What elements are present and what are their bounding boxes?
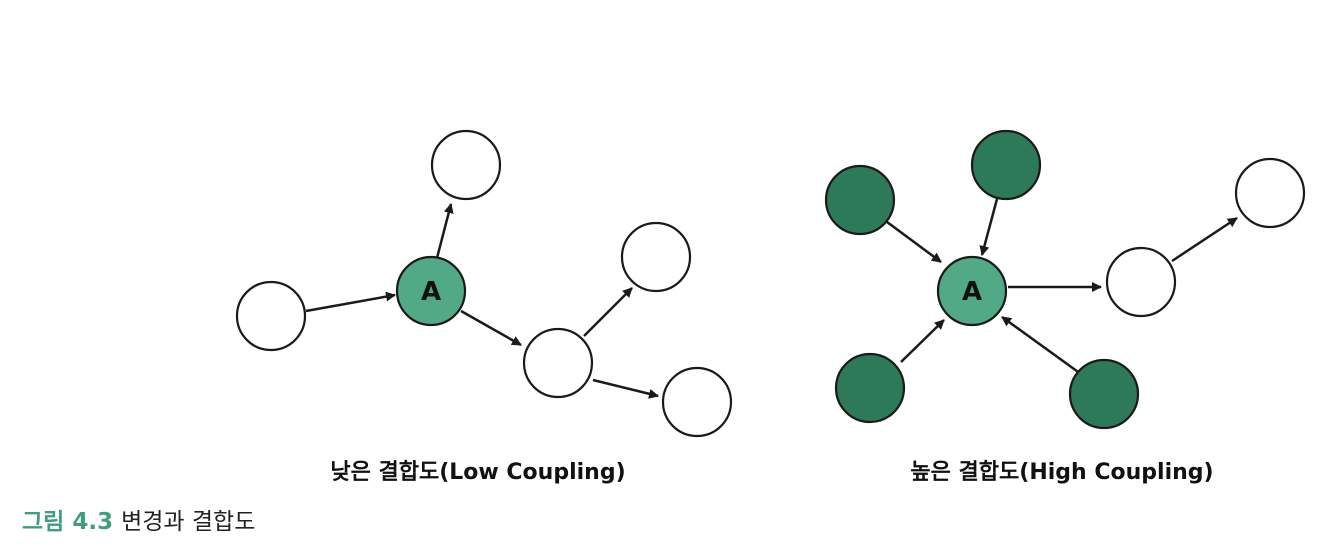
figure-number: 그림 4.3	[22, 509, 114, 535]
node-low-center	[395, 255, 467, 327]
node-high-center-label: A	[962, 277, 982, 307]
edge-a-to-top	[435, 203, 454, 259]
node-low-lower-right	[661, 366, 733, 438]
node-high-lower-left	[834, 352, 906, 424]
edge-lower-left-to-a	[900, 319, 945, 363]
node-high-far-right	[1234, 157, 1306, 229]
node-high-center	[936, 255, 1008, 327]
figure-title: 변경과 결합도	[121, 509, 256, 535]
node-low-mid	[522, 327, 594, 399]
edge-upper-left-to-a	[886, 220, 942, 264]
node-high-upper-left	[824, 164, 896, 236]
node-low-upper-right	[620, 221, 692, 293]
low-coupling-caption: 낮은 결합도(Low Coupling)	[330, 459, 625, 485]
high-coupling-caption: 높은 결합도(High Coupling)	[910, 459, 1213, 485]
edge-lower-right-to-a	[1001, 315, 1082, 376]
edge-left-to-a	[305, 291, 396, 313]
node-low-left	[235, 280, 307, 352]
node-high-right	[1105, 246, 1177, 318]
figure-caption: 그림 4.3 변경과 결합도	[22, 502, 255, 536]
node-low-top	[430, 129, 502, 201]
edge-mid-to-upper-right	[583, 287, 633, 337]
node-high-top	[970, 129, 1042, 201]
edge-right-to-far-right	[1171, 216, 1238, 263]
low-coupling-diagram: A 낮은 결합도(Low Coupling)	[235, 129, 733, 485]
node-high-lower-right	[1068, 358, 1140, 430]
high-coupling-diagram: A 높은 결합도(High Coupling)	[824, 129, 1306, 485]
node-low-center-label: A	[421, 277, 441, 307]
edge-top-to-a	[979, 198, 999, 256]
edge-a-to-mid	[460, 309, 522, 347]
edge-mid-to-lower-right	[592, 378, 659, 399]
